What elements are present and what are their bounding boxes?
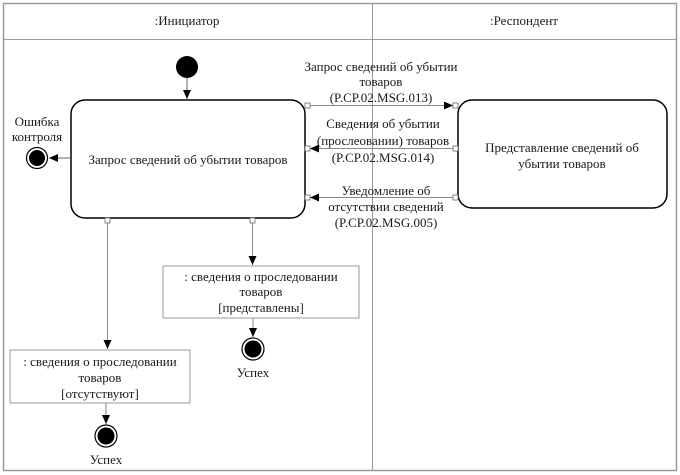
object-present-line3: [представлены] bbox=[218, 300, 304, 315]
final-label-present: Успех bbox=[237, 365, 270, 380]
object-absent-line2: товаров bbox=[79, 370, 122, 385]
port bbox=[104, 217, 111, 224]
lane-title-initiator: :Инициатор bbox=[155, 13, 220, 28]
state-response: Представление сведений об убытии товаров bbox=[457, 99, 668, 209]
message-notice: Уведомление об отсутствии сведений (P.CP… bbox=[304, 183, 459, 230]
error-label-line2: контроля bbox=[12, 129, 62, 144]
port bbox=[452, 145, 459, 152]
lane-title-respondent: :Респондент bbox=[490, 13, 558, 28]
port bbox=[249, 217, 256, 224]
message-data-line2: (прослеовании) товаров bbox=[317, 133, 449, 148]
final-label-absent: Успех bbox=[90, 452, 123, 467]
error-label-line1: Ошибка bbox=[15, 114, 60, 129]
message-notice-line2: отсутствии сведений bbox=[328, 199, 444, 214]
final-node-present bbox=[241, 337, 265, 361]
message-request: Запрос сведений об убытии товаров (P.CP.… bbox=[304, 59, 459, 110]
object-node-present: : сведения о проследовании товаров [пред… bbox=[162, 265, 360, 319]
port bbox=[452, 194, 459, 201]
state-request-label: Запрос сведений об убытии товаров bbox=[88, 152, 287, 167]
port bbox=[304, 102, 311, 109]
object-present-line1: : сведения о проследовании bbox=[184, 269, 337, 284]
message-request-line3: (P.CP.02.MSG.013) bbox=[330, 90, 433, 105]
message-notice-line3: (P.CP.02.MSG.005) bbox=[335, 215, 438, 230]
object-node-absent: : сведения о проследовании товаров [отсу… bbox=[9, 349, 191, 404]
final-node-error bbox=[25, 146, 49, 170]
object-absent-line1: : сведения о проследовании bbox=[23, 354, 176, 369]
message-request-line2: товаров bbox=[360, 74, 403, 89]
object-present-line2: товаров bbox=[240, 284, 283, 299]
initial-node bbox=[176, 56, 198, 78]
message-data-line1: Сведения об убытии bbox=[326, 116, 440, 131]
state-request: Запрос сведений об убытии товаров bbox=[70, 99, 306, 219]
state-response-line1: Представление сведений об bbox=[485, 140, 639, 155]
object-absent-line3: [отсутствуют] bbox=[61, 386, 139, 401]
final-node-absent bbox=[94, 424, 118, 448]
port bbox=[304, 194, 311, 201]
message-data-line3: (P.CP.02.MSG.014) bbox=[332, 150, 435, 165]
message-data: Сведения об убытии (прослеовании) товаро… bbox=[304, 116, 459, 165]
message-request-line1: Запрос сведений об убытии bbox=[305, 59, 458, 74]
port bbox=[304, 145, 311, 152]
port bbox=[452, 102, 459, 109]
message-notice-line1: Уведомление об bbox=[342, 183, 431, 198]
state-response-line2: убытии товаров bbox=[518, 156, 605, 171]
